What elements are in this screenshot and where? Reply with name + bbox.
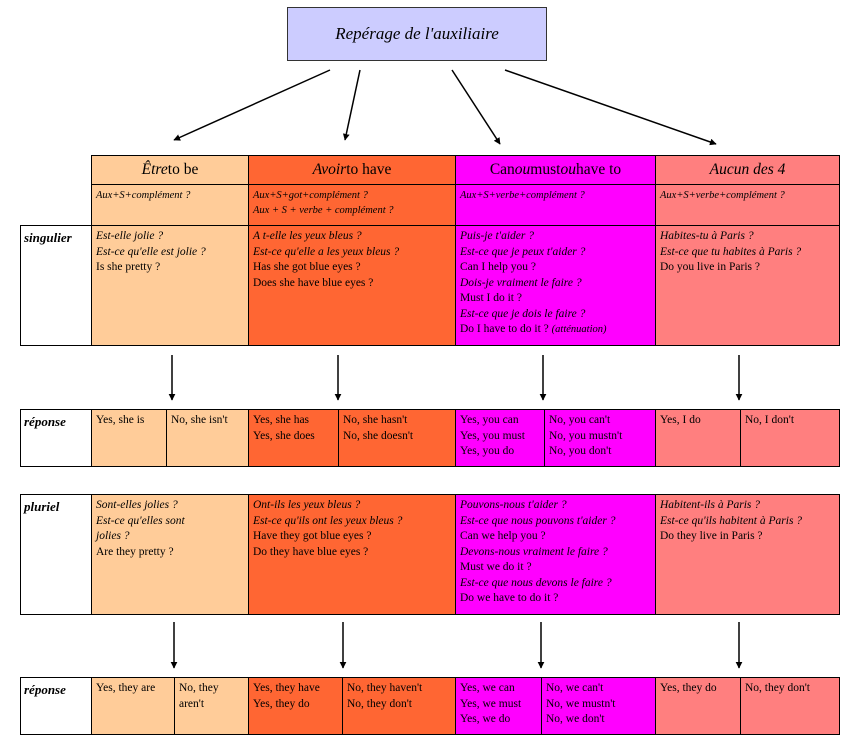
header-avoir: Avoir to have [248, 155, 456, 185]
pluriel-etre: Sont-elles jolies ? Est-ce qu'elles sont… [91, 494, 249, 615]
pluriel-aucun: Habitent-ils à Paris ? Est-ce qu'ils hab… [655, 494, 840, 615]
reponse2-aucun-yes: Yes, they do [655, 677, 741, 735]
form-modal: Aux+S+verbe+complément ? [455, 184, 656, 226]
singulier-modal: Puis-je t'aider ? Est-ce que je peux t'a… [455, 225, 656, 346]
header-aucun: Aucun des 4 [655, 155, 840, 185]
singulier-avoir: A t-elle les yeux bleus ? Est-ce qu'elle… [248, 225, 456, 346]
pluriel-avoir: Ont-ils les yeux bleus ? Est-ce qu'ils o… [248, 494, 456, 615]
row-label-reponse-2: réponse [20, 677, 92, 735]
arrow-title-to-etre [173, 69, 331, 141]
arrow-title-to-aucun [504, 69, 717, 146]
singulier-etre: Est-elle jolie ? Est-ce qu'elle est joli… [91, 225, 249, 346]
form-aucun: Aux+S+verbe+complément ? [655, 184, 840, 226]
row-label-reponse-1: réponse [20, 409, 92, 467]
arrow-title-to-avoir [342, 69, 361, 141]
pluriel-modal: Pouvons-nous t'aider ? Est-ce que nous p… [455, 494, 656, 615]
reponse1-aucun-yes: Yes, I do [655, 409, 741, 467]
header-modal: Can ou must ou have to [455, 155, 656, 185]
reponse2-aucun-no: No, they don't [740, 677, 840, 735]
header-etre: Être to be [91, 155, 249, 185]
row-label-pluriel: pluriel [20, 494, 92, 615]
reponse1-aucun-no: No, I don't [740, 409, 840, 467]
form-etre: Aux+S+complément ? [91, 184, 249, 226]
row-label-singulier: singulier [20, 225, 92, 346]
arrow-title-to-modal [451, 69, 501, 145]
reponse1-etre-yes: Yes, she is [91, 409, 167, 467]
form-avoir: Aux+S+got+complément ?Aux + S + verbe + … [248, 184, 456, 226]
singulier-aucun: Habites-tu à Paris ? Est-ce que tu habit… [655, 225, 840, 346]
reponse1-etre-no: No, she isn't [166, 409, 249, 467]
diagram-title: Repérage de l'auxiliaire [287, 7, 547, 61]
reponse2-etre-yes: Yes, they are [91, 677, 175, 735]
